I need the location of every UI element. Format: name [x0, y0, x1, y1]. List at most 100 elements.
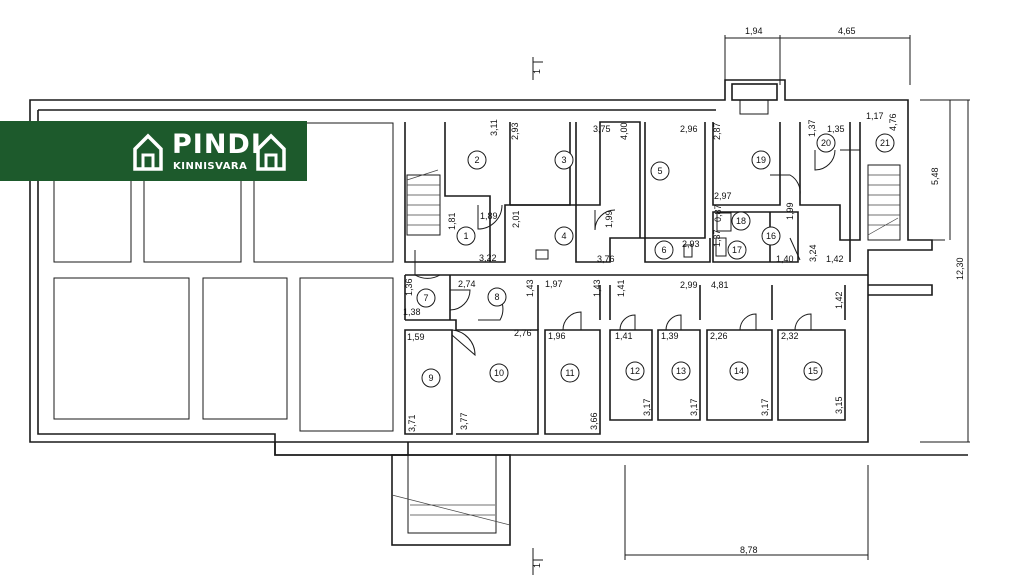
- svg-text:1,40: 1,40: [776, 254, 794, 264]
- svg-text:3,22: 3,22: [479, 253, 497, 263]
- room-marker-circle: [487, 287, 507, 307]
- svg-text:1,36: 1,36: [404, 278, 414, 296]
- dim-top-left: 1,94: [745, 26, 763, 36]
- room-number: 10: [494, 368, 504, 378]
- house-icon: [133, 133, 163, 171]
- dim-right-total: 12,30: [955, 257, 965, 280]
- svg-text:2,76: 2,76: [514, 328, 532, 338]
- room-marker-circle: [456, 226, 476, 246]
- room-marker-circle: [560, 363, 580, 383]
- room-number: 16: [766, 231, 776, 241]
- room-number: 14: [734, 366, 744, 376]
- dim-bottom: 8,78: [740, 545, 758, 555]
- svg-text:1,43: 1,43: [525, 279, 535, 297]
- svg-text:2,93: 2,93: [682, 239, 700, 249]
- svg-text:3,11: 3,11: [489, 119, 499, 136]
- svg-text:1,42: 1,42: [834, 291, 844, 309]
- room-number: 11: [565, 368, 574, 378]
- svg-text:3,24: 3,24: [808, 244, 818, 262]
- svg-text:1,39: 1,39: [661, 331, 679, 341]
- room-number: 18: [736, 216, 746, 226]
- svg-text:0,87: 0,87: [713, 204, 723, 222]
- svg-text:1,43: 1,43: [592, 279, 602, 297]
- svg-text:1,97: 1,97: [545, 279, 563, 289]
- dimension-labels: 1,94 4,65 5,48 12,30 8,78 1 1 3,11 2,93 …: [403, 26, 965, 568]
- svg-text:1,41: 1,41: [616, 279, 626, 297]
- svg-text:1,17: 1,17: [866, 111, 884, 121]
- svg-text:2,96: 2,96: [680, 124, 698, 134]
- svg-text:1,37: 1,37: [712, 229, 722, 247]
- room-marker-circle: [554, 226, 574, 246]
- room-number: 19: [756, 155, 766, 165]
- room-number: 6: [661, 245, 666, 255]
- room-number: 3: [561, 155, 566, 165]
- svg-text:2,32: 2,32: [781, 331, 799, 341]
- room-number: 21: [880, 138, 890, 148]
- room-marker-circle: [650, 161, 670, 181]
- svg-text:3,75: 3,75: [593, 124, 611, 134]
- svg-text:1,89: 1,89: [480, 211, 498, 221]
- room-marker-circle: [761, 226, 781, 246]
- room-number: 12: [630, 366, 640, 376]
- svg-text:1,99: 1,99: [604, 210, 614, 228]
- svg-text:1,42: 1,42: [826, 254, 844, 264]
- room-marker-circle: [875, 133, 895, 153]
- svg-text:1,37: 1,37: [807, 119, 817, 137]
- house-icon: [256, 133, 286, 171]
- room-marker-circle: [625, 361, 645, 381]
- room-marker-circle: [554, 150, 574, 170]
- room-marker-circle: [731, 211, 751, 231]
- svg-text:2,93: 2,93: [510, 122, 520, 140]
- room-number: 1: [463, 231, 468, 241]
- room-number: 13: [676, 366, 686, 376]
- svg-text:1,41: 1,41: [615, 331, 633, 341]
- svg-text:1,99: 1,99: [785, 202, 795, 220]
- section-marker-bottom: 1: [532, 563, 542, 568]
- svg-text:3,66: 3,66: [589, 412, 599, 430]
- svg-text:3,15: 3,15: [834, 396, 844, 414]
- svg-text:2,26: 2,26: [710, 331, 728, 341]
- svg-text:2,01: 2,01: [511, 210, 521, 228]
- room-marker-circle: [467, 150, 487, 170]
- svg-text:4,81: 4,81: [711, 280, 729, 290]
- svg-text:2,74: 2,74: [458, 279, 476, 289]
- room-number: 15: [808, 366, 818, 376]
- dimension-lines: [532, 35, 970, 575]
- brand-name: PINDI: [172, 129, 262, 160]
- svg-text:2,97: 2,97: [714, 191, 732, 201]
- svg-text:1,81: 1,81: [447, 212, 457, 230]
- room-marker-circle: [816, 133, 836, 153]
- room-marker-circle: [416, 288, 436, 308]
- svg-text:1,38: 1,38: [403, 307, 421, 317]
- dim-right-short: 5,48: [930, 167, 940, 185]
- svg-text:3,17: 3,17: [760, 398, 770, 416]
- svg-text:3,71: 3,71: [407, 414, 417, 432]
- room-marker-circle: [489, 363, 509, 383]
- svg-text:3,17: 3,17: [642, 398, 652, 416]
- room-number: 2: [474, 155, 479, 165]
- svg-text:2,99: 2,99: [680, 280, 698, 290]
- room-marker-circle: [751, 150, 771, 170]
- stairs: [406, 164, 901, 241]
- brand-subtitle: KINNISVARA: [173, 161, 248, 172]
- room-number: 20: [821, 138, 831, 148]
- room-marker-circle: [421, 368, 441, 388]
- dim-top-right: 4,65: [838, 26, 856, 36]
- svg-text:3,76: 3,76: [597, 254, 615, 264]
- brand-banner: PINDI KINNISVARA: [0, 121, 307, 181]
- svg-text:3,17: 3,17: [689, 398, 699, 416]
- room-marker-circle: [727, 240, 747, 260]
- room-number: 7: [423, 293, 428, 303]
- svg-text:1,59: 1,59: [407, 332, 425, 342]
- svg-text:4,76: 4,76: [888, 113, 898, 131]
- room-marker-circle: [729, 361, 749, 381]
- svg-text:1,96: 1,96: [548, 331, 566, 341]
- room-number: 8: [494, 292, 499, 302]
- svg-text:3,77: 3,77: [459, 412, 469, 430]
- room-number: 4: [561, 231, 566, 241]
- room-number: 17: [732, 245, 742, 255]
- room-marker-circle: [671, 361, 691, 381]
- room-number: 9: [428, 373, 433, 383]
